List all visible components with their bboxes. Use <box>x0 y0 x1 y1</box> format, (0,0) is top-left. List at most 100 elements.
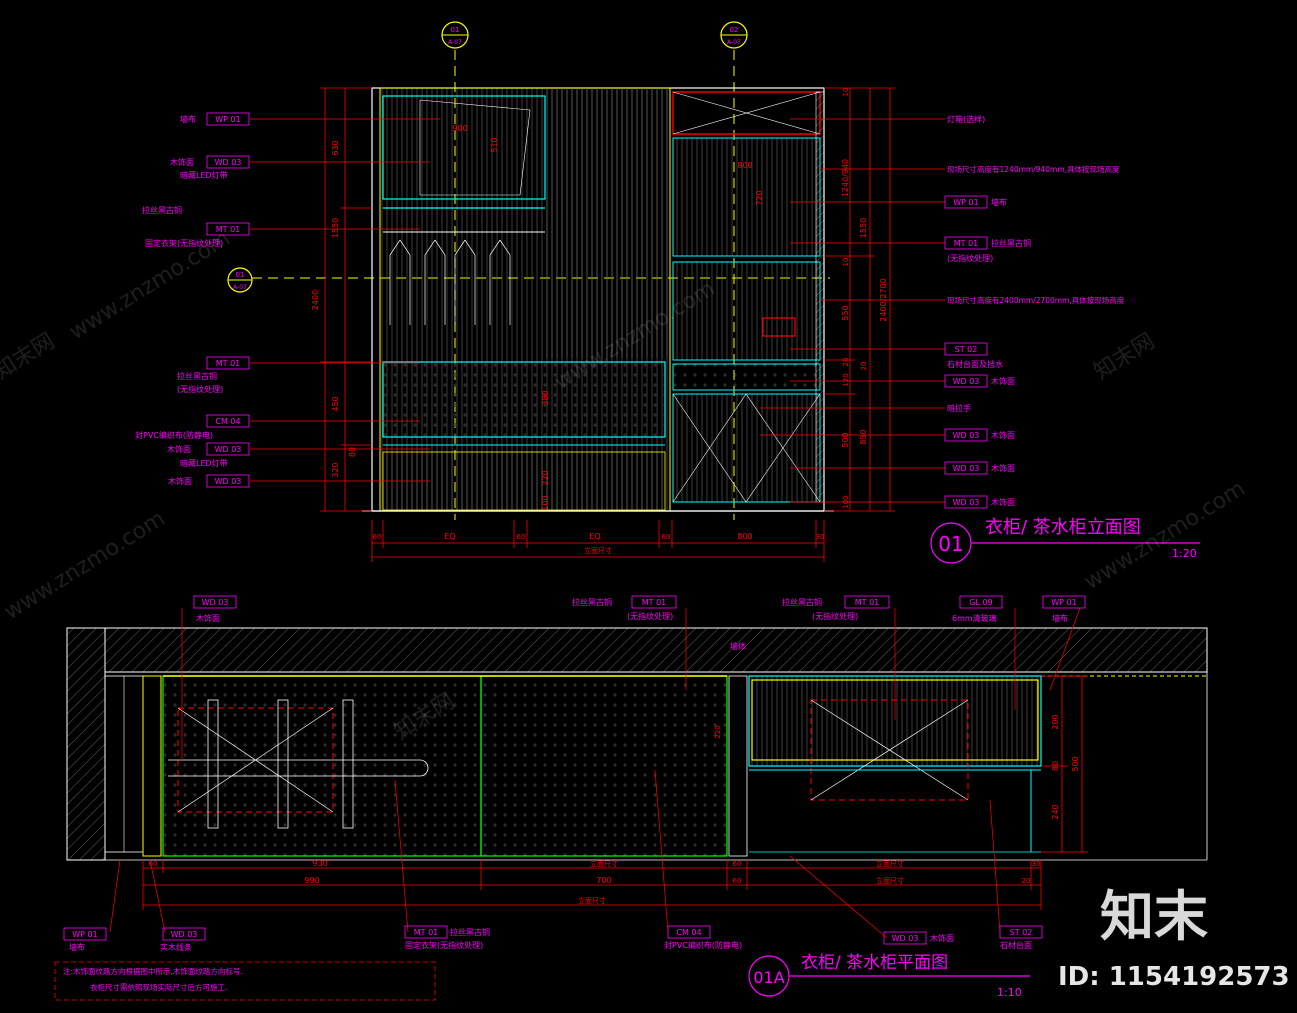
svg-text:380: 380 <box>541 390 550 405</box>
svg-text:固定衣架(无指纹处理): 固定衣架(无指纹处理) <box>145 238 223 248</box>
svg-text:立面尺寸: 立面尺寸 <box>590 859 618 868</box>
svg-text:注:木饰面纹路方向根据图中所示,木饰面纹路方向标号.: 注:木饰面纹路方向根据图中所示,木饰面纹路方向标号. <box>63 966 243 976</box>
svg-text:1:20: 1:20 <box>1172 547 1197 560</box>
svg-text:暗藏LED灯带: 暗藏LED灯带 <box>180 458 228 468</box>
grid-mark-01: 01 A-07 <box>441 21 469 49</box>
svg-text:封PVC编织布(防静电): 封PVC编织布(防静电) <box>664 940 742 950</box>
svg-text:WD 03: WD 03 <box>953 464 980 473</box>
svg-text:(无指纹处理): (无指纹处理) <box>947 253 993 263</box>
svg-text:木饰面: 木饰面 <box>991 376 1015 386</box>
svg-text:拉丝黑古铜: 拉丝黑古铜 <box>177 371 217 381</box>
svg-text:EQ: EQ <box>444 532 455 541</box>
svg-text:WD 03: WD 03 <box>171 930 198 939</box>
svg-text:WD 03: WD 03 <box>215 158 242 167</box>
svg-text:拉丝黑古铜: 拉丝黑古铜 <box>142 205 182 215</box>
svg-text:www.znzmo.com: www.znzmo.com <box>0 506 170 625</box>
svg-text:WP 01: WP 01 <box>215 115 240 124</box>
svg-text:800: 800 <box>737 532 752 541</box>
svg-text:EQ: EQ <box>589 532 600 541</box>
plan-side-dimensions <box>1041 675 1088 853</box>
svg-text:450: 450 <box>331 396 340 411</box>
svg-text:ST 02: ST 02 <box>955 345 978 354</box>
svg-text:石材台面及挡水: 石材台面及挡水 <box>947 359 1003 369</box>
right-leaders <box>760 118 945 503</box>
svg-text:02: 02 <box>730 26 739 34</box>
svg-text:200: 200 <box>1051 714 1060 729</box>
svg-text:ID: 1154192573: ID: 1154192573 <box>1058 962 1290 992</box>
svg-text:WD 03: WD 03 <box>953 498 980 507</box>
svg-text:990: 990 <box>304 876 319 885</box>
svg-text:220: 220 <box>541 470 550 485</box>
svg-text:石材台面: 石材台面 <box>1000 940 1032 950</box>
svg-text:20: 20 <box>842 358 850 367</box>
svg-text:拉丝黑古铜: 拉丝黑古铜 <box>450 927 490 937</box>
svg-text:立面尺寸: 立面尺寸 <box>876 859 904 868</box>
svg-text:知末网: 知末网 <box>0 329 59 385</box>
mt01-tag: MT 01 <box>414 928 439 937</box>
svg-text:现场尺寸高度有1240mm/940mm,具体按现场高度: 现场尺寸高度有1240mm/940mm,具体按现场高度 <box>947 164 1120 174</box>
plan-drawing: 墙体 <box>54 595 1208 1001</box>
svg-text:木饰面: 木饰面 <box>991 463 1015 473</box>
svg-text:封PVC编织布(防静电): 封PVC编织布(防静电) <box>135 430 213 440</box>
svg-text:850: 850 <box>859 429 868 444</box>
svg-text:MT 01: MT 01 <box>642 598 667 607</box>
plan-top-leaders <box>181 607 1081 760</box>
svg-text:木饰面: 木饰面 <box>991 430 1015 440</box>
elevation-drawing: 01 A-07 02 A-07 01 A-07 <box>135 21 1200 564</box>
left-leaders <box>250 118 440 482</box>
svg-text:720: 720 <box>755 190 764 205</box>
svg-text:930: 930 <box>312 859 327 868</box>
svg-text:60: 60 <box>373 533 382 541</box>
svg-text:墙布: 墙布 <box>180 114 196 124</box>
svg-text:立面尺寸: 立面尺寸 <box>584 546 612 555</box>
svg-text:A-07: A-07 <box>727 39 741 46</box>
svg-text:墙体: 墙体 <box>730 641 746 651</box>
svg-text:WD 03: WD 03 <box>953 377 980 386</box>
svg-text:900: 900 <box>452 124 467 133</box>
svg-text:60: 60 <box>733 860 742 868</box>
svg-text:WD 03: WD 03 <box>202 598 229 607</box>
svg-text:20: 20 <box>1022 877 1031 885</box>
svg-text:MT 01: MT 01 <box>216 225 241 234</box>
svg-text:500: 500 <box>1071 756 1080 771</box>
svg-text:墙布: 墙布 <box>69 942 85 952</box>
elevation-title-block: 01 衣柜/ 茶水柜立面图 1:20 <box>930 517 1200 564</box>
svg-text:暗藏LED灯带: 暗藏LED灯带 <box>180 170 228 180</box>
svg-text:衣柜/ 茶水柜平面图: 衣柜/ 茶水柜平面图 <box>801 953 948 973</box>
svg-text:20: 20 <box>860 362 868 371</box>
svg-text:WP 01: WP 01 <box>953 198 978 207</box>
svg-text:500: 500 <box>841 432 850 447</box>
bottom-dimensions <box>371 520 825 562</box>
svg-text:700: 700 <box>596 876 611 885</box>
svg-text:550: 550 <box>841 305 850 320</box>
svg-text:(无指纹处理): (无指纹处理) <box>627 611 673 621</box>
svg-text:1550: 1550 <box>331 218 340 238</box>
svg-text:10: 10 <box>842 258 850 267</box>
svg-text:(无指纹处理): (无指纹处理) <box>812 611 858 621</box>
svg-text:木饰面: 木饰面 <box>991 497 1015 507</box>
svg-text:6mm清玻璃: 6mm清玻璃 <box>952 613 997 623</box>
svg-text:实木线条: 实木线条 <box>160 942 192 952</box>
svg-text:WP 01: WP 01 <box>72 930 97 939</box>
section-mark: 01 A-07 <box>227 267 253 293</box>
watermark-logo: 知末 ID: 1154192573 <box>1058 885 1290 992</box>
svg-text:立面尺寸: 立面尺寸 <box>876 876 904 885</box>
svg-text:100: 100 <box>541 495 550 510</box>
svg-text:240: 240 <box>1051 804 1060 819</box>
svg-text:1550: 1550 <box>859 218 868 238</box>
svg-text:墙布: 墙布 <box>1052 613 1068 623</box>
svg-text:木饰面: 木饰面 <box>170 157 194 167</box>
svg-text:80: 80 <box>1051 761 1060 771</box>
svg-text:MT 01: MT 01 <box>216 359 241 368</box>
svg-text:灯箱(选样): 灯箱(选样) <box>947 114 985 124</box>
svg-text:衣柜尺寸需依照现场实际尺寸后方可施工.: 衣柜尺寸需依照现场实际尺寸后方可施工. <box>90 982 227 992</box>
svg-text:10: 10 <box>842 88 850 97</box>
hangers <box>389 239 511 325</box>
svg-text:800: 800 <box>737 161 752 170</box>
svg-text:A-07: A-07 <box>233 284 247 291</box>
svg-text:MT 01: MT 01 <box>954 239 979 248</box>
svg-text:220: 220 <box>714 725 722 738</box>
svg-text:A-07: A-07 <box>448 39 462 46</box>
svg-text:01: 01 <box>236 271 245 279</box>
